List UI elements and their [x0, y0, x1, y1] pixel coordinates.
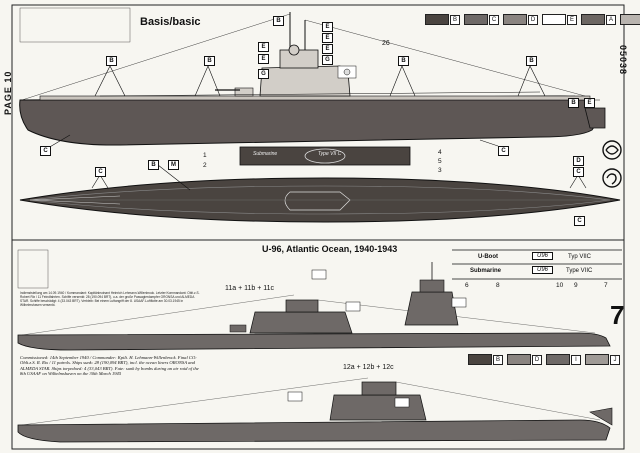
decal-number: 5	[438, 158, 442, 165]
decal-number: 8	[496, 282, 500, 289]
decal-number: 1	[203, 152, 207, 159]
swatch-letter: A	[606, 14, 616, 25]
decal-number: 7	[604, 282, 608, 289]
swatch-letter: B	[450, 14, 460, 25]
top-hull-plan-view	[19, 177, 621, 223]
decal-number: 9	[574, 282, 578, 289]
color-swatch: E	[542, 14, 577, 25]
swatch-color-box	[468, 354, 492, 365]
decal-number: 3	[438, 167, 442, 174]
legend-submarine: Submarine	[470, 268, 502, 274]
callout: B	[204, 56, 215, 66]
swatch-letter: E	[567, 14, 577, 25]
flag-decal-icon	[287, 65, 467, 408]
decal-number: 6	[465, 282, 469, 289]
callout: B	[106, 56, 117, 66]
callout: C	[574, 216, 585, 226]
swatch-color-box	[507, 354, 531, 365]
color-swatch: J	[585, 354, 620, 365]
plate-text-submarine: Submarine	[253, 151, 278, 157]
color-swatch-row-top: B C D E AG	[425, 14, 640, 25]
swatch-color-box	[581, 14, 605, 25]
callout: D	[573, 156, 584, 166]
callout: E	[322, 22, 333, 32]
nameplate-decal-strip	[239, 146, 411, 166]
history-text-german: Indienststellung am 14.09.1940 / Kommand…	[20, 291, 200, 307]
section-title-u96: U-96, Atlantic Ocean, 1940-1943	[262, 244, 398, 254]
plate-text-type: Type VII C	[318, 151, 342, 157]
color-swatch: D	[507, 354, 542, 365]
color-swatch: C	[464, 14, 499, 25]
swatch-color-box	[546, 354, 570, 365]
color-swatch: B	[468, 354, 503, 365]
callout: B	[568, 98, 579, 108]
decal-number: 4	[438, 149, 442, 156]
swatch-color-box	[542, 14, 566, 25]
callout: E	[584, 98, 595, 108]
top-hull-side-view	[19, 12, 606, 146]
decal-group-label: 11a + 11b + 11c	[225, 285, 275, 292]
swatch-letter: D	[528, 14, 538, 25]
callout: M	[168, 160, 179, 170]
swatch-color-box	[585, 354, 609, 365]
decal-number: 10	[556, 282, 564, 289]
callout: B	[273, 16, 284, 26]
color-swatch: I	[546, 354, 581, 365]
callout: C	[40, 146, 51, 156]
swatch-letter: D	[532, 354, 542, 365]
marking-legend	[452, 249, 622, 280]
color-swatch: A	[581, 14, 616, 25]
page-label: PAGE 10	[3, 70, 13, 115]
bottom-profile-lower	[17, 377, 613, 443]
swatch-color-box	[503, 14, 527, 25]
instruction-icons	[602, 140, 622, 188]
decal-thumb-frame	[19, 7, 131, 43]
callout: E	[258, 54, 269, 64]
color-swatch: D	[503, 14, 538, 25]
decal-number: 2	[203, 162, 207, 169]
swatch-letter: B	[493, 354, 503, 365]
callout: C	[573, 167, 584, 177]
color-swatch: B	[425, 14, 460, 25]
callout: G	[258, 69, 269, 79]
legend-type: Type VIIC	[566, 268, 593, 274]
legend-uboot: U-Boot	[478, 254, 498, 260]
kit-code: 05038	[618, 45, 628, 76]
swatch-color-box	[425, 14, 449, 25]
step-number: 7	[610, 300, 625, 330]
section-title-basic: Basis/basic	[140, 16, 201, 28]
top-leader-lines	[47, 65, 587, 191]
callout: B	[398, 56, 409, 66]
swatch-letter: C	[489, 14, 499, 25]
decal-group-label: 12a + 12b + 12c	[343, 364, 394, 371]
legend-u96-box: U96	[532, 266, 554, 274]
callout: B	[148, 160, 159, 170]
decal-thumb-frame	[17, 249, 49, 289]
callout: G	[322, 55, 333, 65]
swatch-letter: J	[610, 354, 620, 365]
legend-typ: Typ VIIC	[568, 254, 592, 260]
swatch-letter: I	[571, 354, 581, 365]
callout: E	[258, 42, 269, 52]
callout: B	[526, 56, 537, 66]
legend-u96-box: U96	[532, 252, 554, 260]
callout: C	[95, 167, 106, 177]
decal-number: 26	[382, 40, 390, 47]
conning-tower-front-view	[404, 262, 459, 326]
bottom-profile-upper	[17, 294, 611, 351]
callout: E	[322, 44, 333, 54]
swatch-color-box	[464, 14, 488, 25]
history-text-english: Commissioned: 14th September 1940 / Comm…	[20, 355, 199, 377]
callout: C	[498, 146, 509, 156]
swatch-color-box	[620, 14, 640, 25]
callout: E	[322, 33, 333, 43]
color-swatch: G	[620, 14, 640, 25]
